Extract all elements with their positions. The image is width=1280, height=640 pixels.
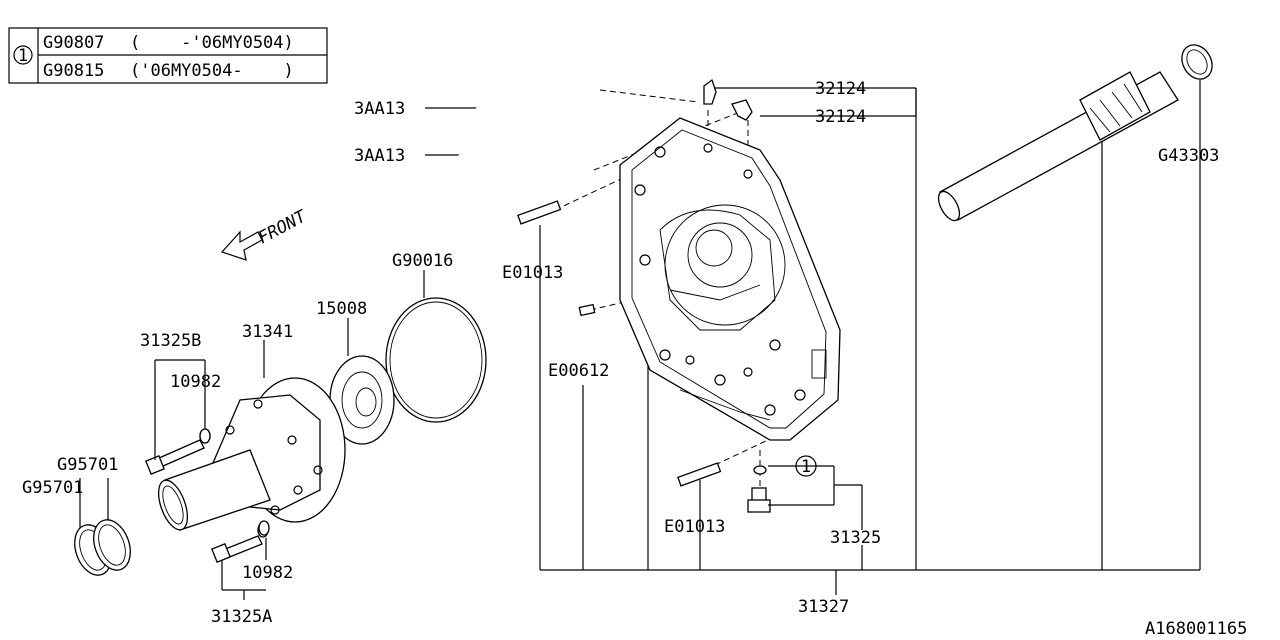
label-E01013-a: E01013 [502, 263, 563, 283]
label-32124-b: 32124 [815, 107, 866, 127]
shaft [937, 71, 1179, 222]
label-G90016: G90016 [392, 251, 453, 271]
ref-marker-circle [795, 455, 817, 477]
bolt-31325 [747, 465, 771, 513]
label-31327: 31327 [798, 597, 849, 617]
leader-lines-31327 [539, 80, 1201, 595]
leader-lines-left [79, 359, 863, 600]
pin-E00612 [578, 303, 596, 317]
legend-marker-circle [13, 45, 33, 65]
ref-marker: 1 [801, 457, 811, 477]
label-32124-a: 32124 [815, 79, 866, 99]
hose-3AA13-upper [464, 86, 596, 137]
label-G43303: G43303 [1158, 146, 1219, 166]
callout-labels: 32124 32124 3AA13 3AA13 G43303 E01013 E0… [22, 79, 1247, 639]
label-15008: 15008 [316, 299, 367, 319]
label-E01013-b: E01013 [664, 517, 725, 537]
front-label: FRONT [255, 206, 311, 249]
legend-row-2-part: G90815 [43, 61, 104, 81]
legend-row-1-range: ( -'06MY0504) [130, 33, 294, 53]
label-G95701-a: G95701 [57, 455, 118, 475]
diagram-id: A168001165 [1145, 619, 1247, 639]
pin-E01013-lower [677, 462, 722, 487]
front-arrow-icon [220, 230, 263, 261]
o-ring-G90016 [385, 270, 487, 423]
legend-marker: 1 [18, 46, 28, 66]
leader-lines-32124 [712, 87, 917, 117]
legend-row-2-range: ('06MY0504- ) [130, 61, 294, 81]
label-31325B: 31325B [140, 331, 201, 351]
fitting-32124-a [703, 78, 717, 105]
label-E00612: E00612 [548, 361, 609, 381]
label-31325: 31325 [830, 528, 881, 548]
label-3AA13-a: 3AA13 [354, 99, 405, 119]
hose-3AA13-lower [440, 140, 594, 192]
legend-table: 1 G90807 ( -'06MY0504) G90815 ('06MY0504… [8, 27, 328, 84]
label-10982-b: 10982 [242, 563, 293, 583]
pump-cover-31341 [157, 340, 346, 531]
label-31325A: 31325A [211, 607, 272, 627]
label-G95701-b: G95701 [22, 478, 83, 498]
front-arrow: FRONT [220, 206, 311, 261]
legend-row-1-part: G90807 [43, 33, 104, 53]
oil-pump-housing [619, 117, 841, 441]
washer-10982-lower [258, 520, 270, 536]
pin-E01013-upper [517, 200, 562, 225]
label-31341: 31341 [242, 322, 293, 342]
label-10982-a: 10982 [170, 372, 221, 392]
washer-10982-upper [199, 428, 211, 444]
fitting-32124-b [731, 99, 753, 121]
label-3AA13-b: 3AA13 [354, 146, 405, 166]
snap-ring-G95701-b [93, 519, 131, 571]
ring-G43303 [1181, 44, 1213, 80]
